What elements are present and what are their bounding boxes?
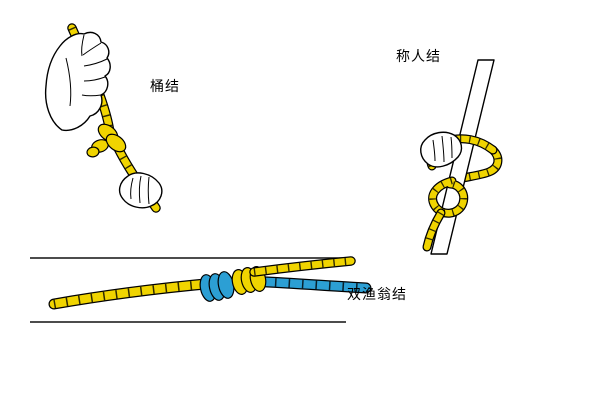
double-fisherman-knot-label: 双渔翁结 xyxy=(347,286,407,302)
double-fisherman-figure xyxy=(30,256,372,323)
upper-hand xyxy=(44,31,111,132)
lower-hand xyxy=(118,172,163,209)
blue-coil-wraps xyxy=(199,271,235,302)
bowline-knot-label: 称人结 xyxy=(396,48,441,64)
yellow-rope-tail xyxy=(249,256,356,277)
gripping-hand xyxy=(420,131,463,168)
barrel-knot-label: 桶结 xyxy=(150,78,180,94)
pole xyxy=(430,59,495,255)
barrel-knot-coils xyxy=(86,123,127,158)
barrel-knot-figure xyxy=(44,23,163,213)
bowline-knot-figure xyxy=(420,59,503,255)
yellow-rope xyxy=(48,277,222,310)
